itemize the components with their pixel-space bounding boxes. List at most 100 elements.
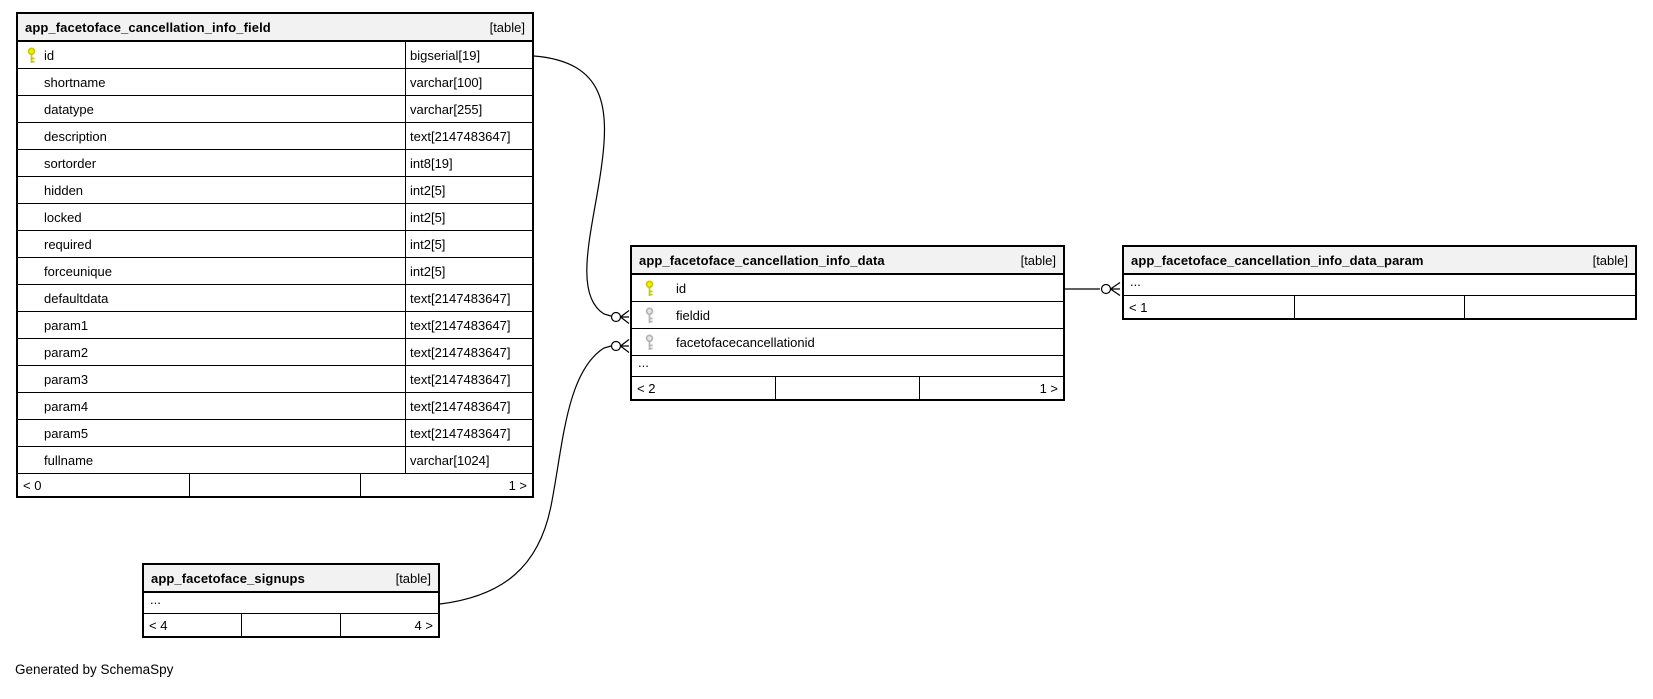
table-app-facetoface-cancellation-info-data-param[interactable]: app_facetoface_cancellation_info_data_pa… <box>1122 245 1637 320</box>
table-app-facetoface-signups[interactable]: app_facetoface_signups [table] ... < 4 4… <box>142 563 440 638</box>
column-name: param3 <box>44 371 89 387</box>
column-type: int8[19] <box>405 150 532 176</box>
footer-child-count: 1 > <box>919 377 1063 399</box>
table-header: app_facetoface_cancellation_info_field [… <box>18 14 532 42</box>
primary-key-icon <box>645 280 654 296</box>
generated-by-note: Generated by SchemaSpy <box>15 662 174 677</box>
column-type: text[2147483647] <box>405 123 532 149</box>
footer-middle-cell <box>241 614 339 636</box>
column-name: required <box>44 236 92 252</box>
column-row-locked: locked int2[5] <box>18 204 532 231</box>
table-header: app_facetoface_cancellation_info_data_pa… <box>1124 247 1635 275</box>
column-row-id: id bigserial[19] <box>18 42 532 69</box>
table-columns: ... <box>1124 275 1635 296</box>
column-row-param1: param1 text[2147483647] <box>18 312 532 339</box>
key-cell <box>632 280 676 297</box>
column-type: text[2147483647] <box>405 312 532 338</box>
crow-foot <box>620 310 630 324</box>
foreign-key-icon <box>645 334 654 350</box>
table-columns: id fieldid facetofacecancellationid... <box>632 275 1063 377</box>
table-footer: < 2 1 > <box>632 377 1063 399</box>
column-row-id: id <box>632 275 1063 302</box>
table-header: app_facetoface_cancellation_info_data [t… <box>632 247 1063 275</box>
column-type: text[2147483647] <box>405 393 532 419</box>
column-name: defaultdata <box>44 290 109 306</box>
footer-middle-cell <box>775 377 919 399</box>
column-row-fieldid: fieldid <box>632 302 1063 329</box>
table-tag: [table] <box>489 19 525 35</box>
column-name: shortname <box>44 74 106 90</box>
column-name: id <box>44 47 55 63</box>
table-name: app_facetoface_cancellation_info_data_pa… <box>1131 252 1424 268</box>
zero-or-many-circle <box>610 340 622 352</box>
column-name: param5 <box>44 425 89 441</box>
zero-or-many-circle <box>1100 283 1112 295</box>
column-name: param2 <box>44 344 89 360</box>
key-cell <box>18 47 44 64</box>
column-name: facetofacecancellationid <box>676 334 815 350</box>
column-name: description <box>44 128 107 144</box>
table-tag: [table] <box>395 570 431 586</box>
crow-foot <box>1110 282 1121 296</box>
foreign-key-icon <box>645 307 654 323</box>
ellipsis-row: ... <box>632 356 1063 377</box>
table-footer: < 1 <box>1124 296 1635 318</box>
footer-middle-cell <box>188 474 361 496</box>
column-type: text[2147483647] <box>405 420 532 446</box>
ellipsis-row: ... <box>144 593 438 614</box>
column-row-forceunique: forceunique int2[5] <box>18 258 532 285</box>
table-columns: ... <box>144 593 438 614</box>
footer-parent-count: < 2 <box>637 380 656 396</box>
column-name: fieldid <box>676 307 710 323</box>
footer-middle-cell <box>1293 296 1465 318</box>
key-cell <box>632 307 676 324</box>
column-row-description: description text[2147483647] <box>18 123 532 150</box>
column-name: param1 <box>44 317 89 333</box>
column-type: int2[5] <box>405 258 532 284</box>
crow-foot <box>620 339 630 353</box>
table-tag: [table] <box>1020 252 1056 268</box>
column-row-required: required int2[5] <box>18 231 532 258</box>
footer-child-count: 1 > <box>360 474 532 496</box>
column-row-facetofacecancellationid: facetofacecancellationid <box>632 329 1063 356</box>
footer-parent-count: < 0 <box>23 477 42 493</box>
column-name: fullname <box>44 452 94 468</box>
column-type: bigserial[19] <box>405 42 532 68</box>
footer-parent-count: < 1 <box>1129 299 1148 315</box>
column-row-shortname: shortname varchar[100] <box>18 69 532 96</box>
column-type: text[2147483647] <box>405 285 532 311</box>
column-row-defaultdata: defaultdata text[2147483647] <box>18 285 532 312</box>
column-name: id <box>676 280 687 296</box>
table-footer: < 4 4 > <box>144 614 438 636</box>
column-row-param2: param2 text[2147483647] <box>18 339 532 366</box>
zero-or-many-circle <box>610 311 622 323</box>
column-type: int2[5] <box>405 231 532 257</box>
column-name: forceunique <box>44 263 112 279</box>
footer-parent-count: < 4 <box>149 617 168 633</box>
column-type: int2[5] <box>405 177 532 203</box>
column-name: locked <box>44 209 82 225</box>
relationship-field-id-to-data-fieldid <box>533 55 630 324</box>
table-footer: < 0 1 > <box>18 474 532 496</box>
table-name: app_facetoface_cancellation_info_data <box>639 252 885 268</box>
relationship-data-id-to-data-param <box>1064 282 1121 296</box>
table-app-facetoface-cancellation-info-data[interactable]: app_facetoface_cancellation_info_data [t… <box>630 245 1065 401</box>
table-app-facetoface-cancellation-info-field[interactable]: app_facetoface_cancellation_info_field [… <box>16 12 534 498</box>
column-name: datatype <box>44 101 94 117</box>
ellipsis-row: ... <box>1124 275 1635 296</box>
table-tag: [table] <box>1592 252 1628 268</box>
footer-child-count <box>1464 296 1635 318</box>
column-type: varchar[100] <box>405 69 532 95</box>
column-type: text[2147483647] <box>405 339 532 365</box>
primary-key-icon <box>27 47 35 63</box>
footer-child-count: 4 > <box>339 614 438 636</box>
column-type: int2[5] <box>405 204 532 230</box>
table-name: app_facetoface_signups <box>151 570 305 586</box>
